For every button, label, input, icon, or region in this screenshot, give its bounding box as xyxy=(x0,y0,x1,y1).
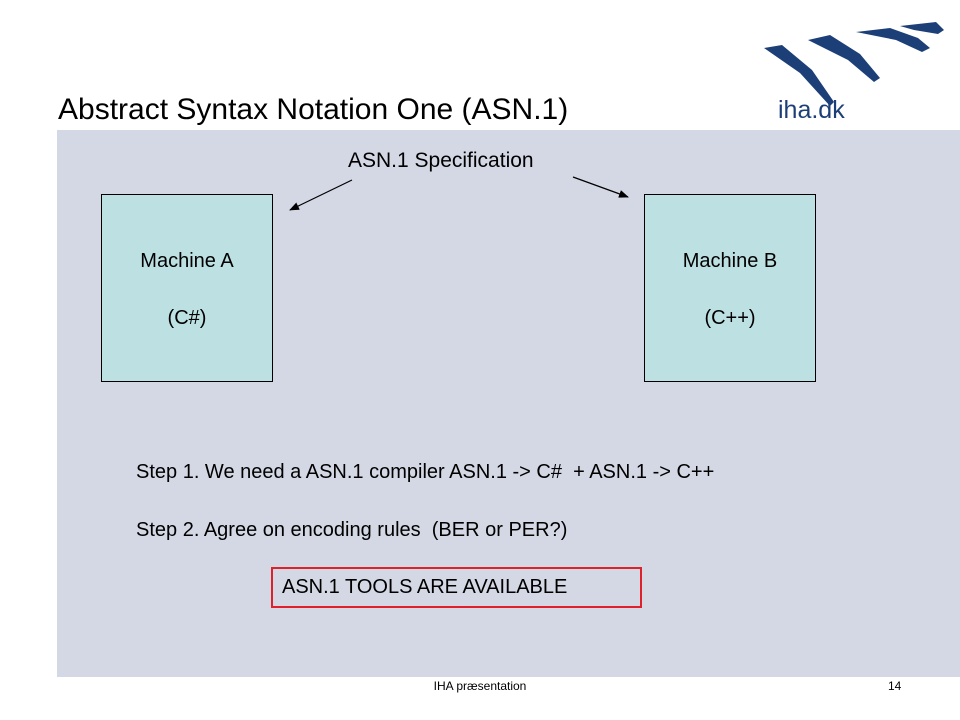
footer-presentation-label: IHA præsentation xyxy=(433,679,527,693)
step-2-text: Step 2. Agree on encoding rules (BER or … xyxy=(136,519,568,541)
page-number: 14 xyxy=(888,679,902,693)
machine-a-language: (C#) xyxy=(167,307,207,329)
spec-label: ASN.1 Specification xyxy=(348,149,534,172)
arrow-to-machine-a xyxy=(289,179,353,211)
slide-title: Abstract Syntax Notation One (ASN.1) xyxy=(58,93,569,126)
machine-b-language: (C++) xyxy=(704,307,756,329)
machine-b-name: Machine B xyxy=(682,250,778,272)
step-1-text: Step 1. We need a ASN.1 compiler ASN.1 -… xyxy=(136,461,715,483)
tools-available-note: ASN.1 TOOLS ARE AVAILABLE xyxy=(271,567,642,608)
arrow-to-machine-b xyxy=(572,176,629,198)
logo-text: iha.dk xyxy=(778,96,845,124)
machine-a-name: Machine A xyxy=(140,250,234,272)
machine-b-box: Machine B (C++) xyxy=(644,194,816,382)
machine-a-box: Machine A (C#) xyxy=(101,194,273,382)
iha-logo-icon xyxy=(764,22,944,106)
